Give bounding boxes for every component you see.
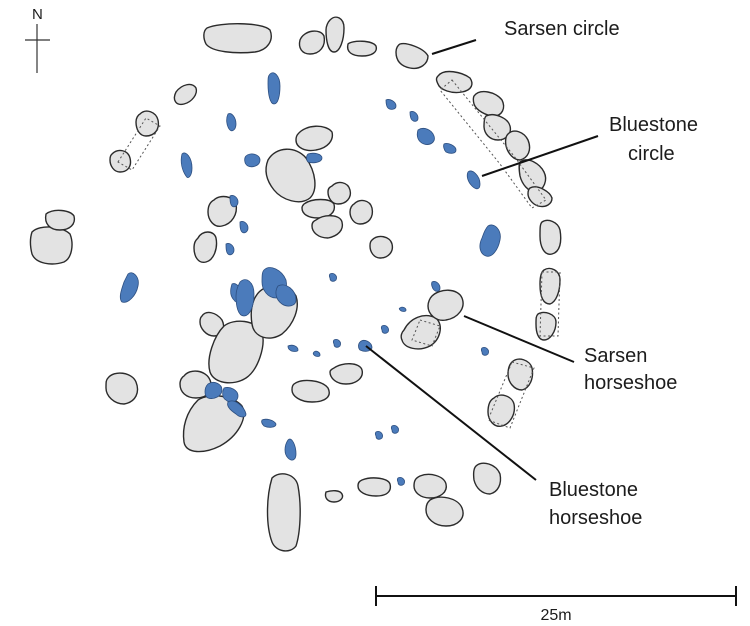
scale-bar: 25m	[375, 586, 737, 624]
bluestone	[229, 195, 239, 208]
sarsen-stone	[298, 30, 326, 55]
fallen-stone-outline	[411, 319, 441, 347]
scale-bar-label: 25m	[540, 607, 571, 624]
north-arrow: N	[25, 6, 50, 73]
bluestone	[390, 425, 399, 434]
sarsen-stone	[109, 149, 132, 173]
sarsen-stone	[199, 311, 225, 337]
fallen-stone-outline	[487, 361, 535, 429]
sarsen-stone	[427, 289, 464, 321]
bluestone	[284, 438, 297, 461]
sarsen-stone	[324, 489, 344, 503]
bluestone	[119, 272, 139, 303]
bluestone	[239, 221, 249, 234]
sarsen-stone	[135, 110, 160, 137]
north-label: N	[32, 6, 43, 23]
label-bluestone-circle-line-1: Bluestone	[609, 114, 698, 136]
bluestone	[226, 113, 237, 132]
bluestone	[204, 382, 223, 399]
sarsen-stone	[311, 215, 344, 239]
sarsen-stone	[329, 363, 363, 385]
bluestone	[479, 224, 501, 257]
label-sarsen-circle: Sarsen circle	[504, 18, 620, 40]
sarsen-stone	[203, 23, 272, 54]
bluestone-stones	[119, 72, 501, 486]
bluestone	[244, 153, 261, 168]
sarsen-stone	[472, 462, 502, 495]
bluestone	[431, 281, 441, 292]
sarsen-circle-stones	[29, 16, 562, 552]
leader-lines	[365, 39, 599, 481]
sarsen-circle-leader	[431, 39, 477, 55]
bluestone	[225, 243, 235, 256]
bluestone	[466, 170, 481, 190]
fallen-stone-outline	[539, 271, 561, 337]
bluestone	[332, 339, 341, 348]
sarsen-stone	[349, 199, 374, 225]
bluestone	[396, 477, 405, 486]
sarsen-stone	[425, 496, 464, 527]
bluestone	[416, 128, 435, 145]
sarsen-stone	[327, 181, 352, 205]
sarsen-stone	[295, 125, 334, 152]
bluestone	[374, 431, 383, 440]
bluestone-horseshoe-leader	[365, 345, 537, 481]
sarsen-stone	[265, 148, 316, 203]
sarsen-stone	[487, 394, 516, 427]
sarsen-stone	[266, 473, 301, 552]
labels: Sarsen circle Bluestone circle Sarsen ho…	[504, 18, 698, 529]
sarsen-stone	[346, 40, 378, 57]
sarsen-stone	[507, 358, 534, 391]
bluestone	[287, 344, 299, 352]
bluestone	[328, 273, 337, 282]
sarsen-stone	[357, 477, 392, 497]
bluestone	[306, 152, 323, 164]
sarsen-stone	[325, 16, 345, 53]
sarsen-stone	[395, 42, 429, 70]
sarsen-horseshoe-stones	[179, 125, 464, 453]
bluestone	[480, 347, 489, 356]
sarsen-stone	[483, 114, 512, 141]
sarsen-stone	[527, 186, 553, 208]
bluestone	[261, 418, 277, 428]
sarsen-stone	[539, 267, 561, 305]
sarsen-stone	[105, 372, 139, 405]
bluestone	[409, 111, 419, 122]
bluestone	[235, 279, 255, 317]
label-sarsen-horseshoe-line-2: horseshoe	[584, 372, 677, 394]
sarsen-stone	[179, 370, 212, 399]
sarsen-stone	[504, 130, 531, 161]
bluestone	[398, 306, 407, 312]
sarsen-stone	[44, 209, 76, 231]
bluestone	[267, 72, 281, 105]
sarsen-stone	[413, 473, 447, 499]
sarsen-stone	[539, 219, 562, 255]
sarsen-stone	[400, 314, 441, 350]
sarsen-stone	[435, 70, 473, 94]
label-bluestone-horseshoe-line-2: horseshoe	[549, 507, 642, 529]
bluestone	[380, 325, 389, 334]
bluestone-circle-leader	[481, 135, 599, 177]
label-sarsen-horseshoe-line-1: Sarsen	[584, 345, 647, 367]
bluestone	[180, 152, 193, 178]
sarsen-stone	[291, 379, 330, 403]
sarsen-stone	[369, 235, 394, 259]
sarsen-stone	[173, 83, 198, 106]
label-bluestone-horseshoe-line-1: Bluestone	[549, 479, 638, 501]
sarsen-stone	[29, 226, 73, 265]
sarsen-stone	[535, 311, 557, 341]
sarsen-stone	[193, 231, 218, 263]
bluestone	[312, 350, 321, 357]
bluestone	[275, 284, 297, 307]
bluestone	[385, 99, 397, 110]
bluestone	[443, 143, 457, 154]
fallen-stone-outline	[117, 117, 161, 171]
bluestone	[227, 400, 247, 418]
label-bluestone-circle-line-2: circle	[628, 143, 675, 165]
sarsen-horseshoe-leader	[463, 315, 575, 363]
